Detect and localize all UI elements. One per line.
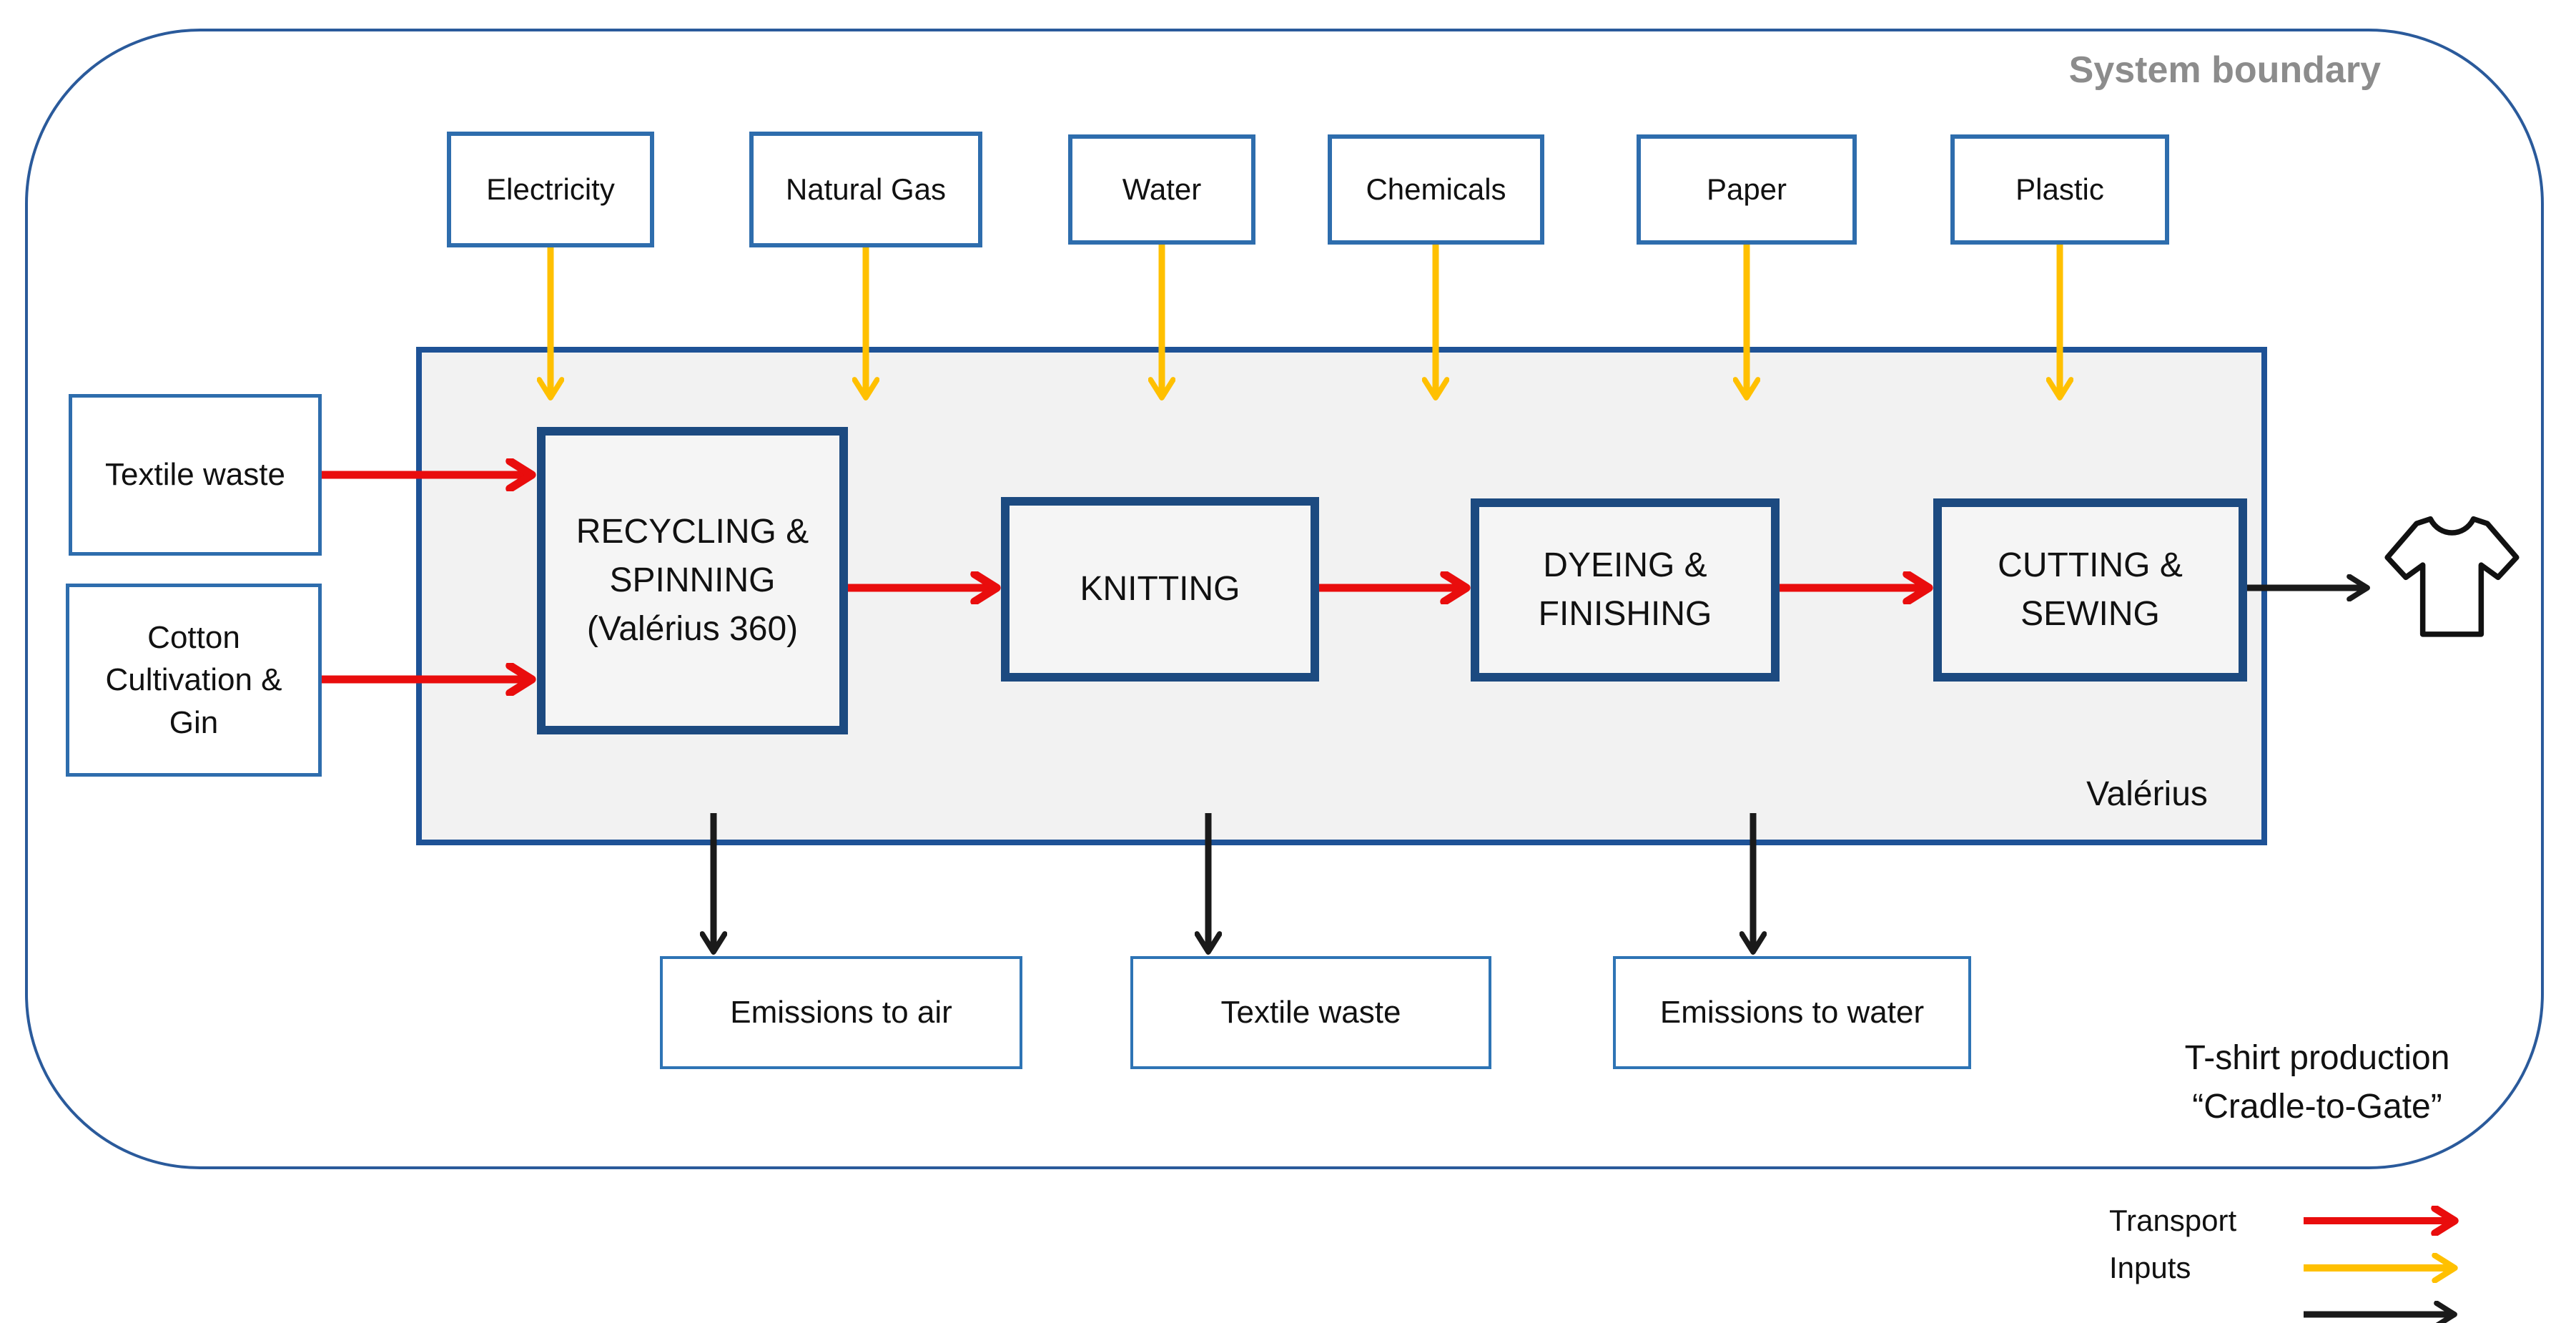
input-box-natural-gas: Natural Gas [749,132,982,247]
process-label: KNITTING [1080,569,1240,608]
process-box-dyeing-finishing: DYEING & FINISHING [1471,498,1780,682]
legend-transport-label: Transport [2109,1204,2237,1237]
output-box-textile-waste: Textile waste [1130,956,1491,1069]
input-label: Paper [1706,172,1787,206]
process-label: CUTTING & SEWING [1998,546,2183,633]
process-label: RECYCLING & SPINNING (Valérius 360) [576,512,809,649]
output-box-emissions-to-water: Emissions to water [1613,956,1971,1069]
input-label: Cotton Cultivation & Gin [105,619,282,740]
process-label: DYEING & FINISHING [1538,546,1712,633]
facility-label: Valérius [2029,769,2265,819]
facility-name: Valérius [2086,774,2208,813]
input-label: Natural Gas [785,172,947,206]
input-box-textile-waste: Textile waste [69,394,322,556]
diagram-caption: T-shirt production “Cradle-to-Gate” [2184,1039,2450,1126]
system-boundary-label: System boundary [2068,49,2381,91]
legend-outputs-label [2109,1296,2295,1323]
input-box-water: Water [1068,134,1255,245]
input-label: Textile waste [105,457,285,492]
output-label: Emissions to air [730,995,952,1030]
output-label: Emissions to water [1659,995,1925,1030]
output-label: Textile waste [1220,995,1401,1030]
input-box-electricity: Electricity [447,132,654,247]
input-box-plastic: Plastic [1950,134,2169,245]
input-label: Chemicals [1366,172,1506,206]
process-box-recycling-spinning: RECYCLING & SPINNING (Valérius 360) [537,427,848,734]
input-box-paper: Paper [1637,134,1857,245]
input-label: Plastic [2015,172,2104,206]
process-box-knitting: KNITTING [1001,497,1319,682]
input-label: Electricity [486,172,615,206]
input-label: Water [1122,172,1202,206]
input-box-chemicals: Chemicals [1328,134,1544,245]
process-box-cutting-sewing: CUTTING & SEWING [1933,498,2247,682]
input-box-cotton-cultivation: Cotton Cultivation & Gin [66,584,322,777]
legend-inputs-label: Inputs [2109,1251,2191,1284]
output-box-emissions-to-air: Emissions to air [660,956,1022,1069]
